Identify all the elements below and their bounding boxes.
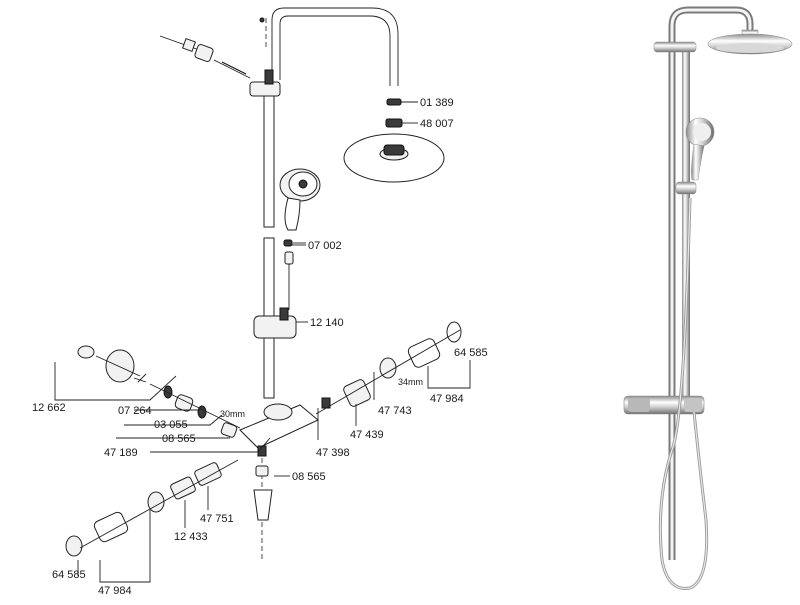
hand-shower — [253, 168, 321, 339]
label-48007: 48 007 — [420, 118, 454, 130]
label-07264: 07 264 — [118, 405, 152, 417]
riser-assembly — [159, 7, 399, 399]
label-12140: 12 140 — [310, 317, 344, 329]
thermostat-body — [65, 321, 462, 560]
screw-icon — [259, 17, 265, 23]
product-photo — [623, 6, 793, 590]
label-47743: 47 743 — [378, 405, 412, 417]
label-30mm: 30mm — [220, 409, 245, 419]
label-47398: 47 398 — [316, 447, 350, 459]
label-47984b: 47 984 — [98, 585, 132, 597]
label-12662: 12 662 — [32, 402, 66, 414]
leader-lines — [54, 244, 471, 583]
label-47439: 47 439 — [350, 429, 384, 441]
label-07002: 07 002 — [308, 240, 342, 252]
head-shower — [343, 98, 445, 183]
seal-icon — [385, 118, 403, 128]
label-64585a: 64 585 — [454, 347, 488, 359]
handle-left — [105, 349, 135, 383]
label-08565b: 08 565 — [292, 471, 326, 483]
label-64585b: 64 585 — [52, 569, 86, 581]
washer-icon — [386, 98, 402, 106]
label-12433: 12 433 — [174, 531, 208, 543]
label-01389: 01 389 — [420, 97, 454, 109]
label-47984a: 47 984 — [430, 393, 464, 405]
label-47189: 47 189 — [104, 447, 138, 459]
label-34mm: 34mm — [398, 377, 423, 387]
label-03055: 03 055 — [154, 419, 188, 431]
label-47751: 47 751 — [200, 513, 234, 525]
slider-bracket — [253, 315, 297, 339]
part-number-labels: 01 389 48 007 07 002 12 140 12 662 07 26… — [32, 97, 488, 597]
label-08565a: 08 565 — [162, 433, 196, 445]
